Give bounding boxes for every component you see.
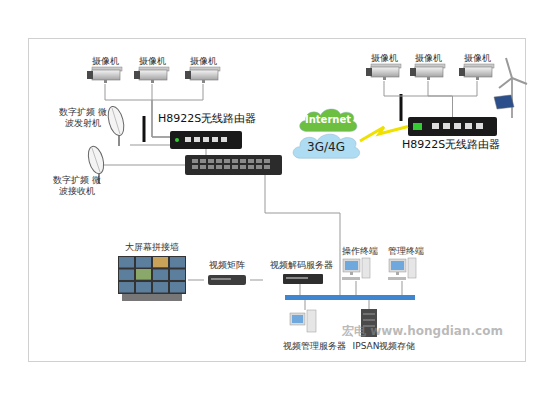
- node-label: Internet: [297, 114, 359, 126]
- mobile-cloud: 3G/4G: [290, 131, 362, 160]
- cable-line: [105, 84, 170, 137]
- camera-node: 摄像机: [184, 56, 222, 84]
- internet-cloud: Internet: [297, 106, 359, 133]
- screen-wall-node: 大屏幕拼接墙: [116, 242, 188, 302]
- node-label: 摄像机: [184, 56, 222, 67]
- cable-line: [188, 280, 204, 281]
- camera-icon: [87, 67, 122, 83]
- camera-icon: [134, 67, 169, 83]
- receiver-node: 数字扩频 微波接收机: [52, 143, 110, 198]
- node-label: 摄像机: [366, 53, 402, 64]
- camera-node: 摄像机: [86, 56, 124, 84]
- frame: [29, 39, 526, 362]
- server-node: 视频管理服务器: [278, 306, 350, 352]
- node-label: 3G/4G: [290, 140, 362, 154]
- node-label: 摄像机: [86, 56, 124, 67]
- wires: [104, 149, 402, 310]
- node-label: 视频解码服务器: [263, 260, 339, 271]
- node-label: IPSAN视频存储: [348, 341, 420, 352]
- node-label: 数字扩频 微波发射机: [58, 107, 108, 129]
- router-node: H8922S无线路由器: [170, 131, 242, 149]
- cable-line: [250, 280, 263, 281]
- switch-icon: [185, 155, 282, 175]
- camera-node: 摄像机: [410, 53, 446, 81]
- wind-solar: [494, 58, 527, 118]
- terminal-icons: [342, 258, 416, 280]
- matrix-decoder-icons: [208, 274, 323, 285]
- router-node: H8922S无线路由器: [408, 117, 497, 136]
- node-label: 大屏幕拼接墙: [116, 242, 188, 253]
- node-label: 操作终端: [338, 246, 382, 257]
- camera-icon: [410, 64, 445, 80]
- network-bus: [285, 295, 415, 300]
- cable-line: [453, 81, 478, 117]
- cable-line: [428, 81, 453, 117]
- node-label: 管理终端: [384, 246, 428, 257]
- wireless-link: [360, 127, 408, 142]
- camera-node: 摄像机: [366, 53, 402, 81]
- right-router-icon: [401, 94, 497, 136]
- decoder-node: 视频解码服务器: [263, 260, 339, 286]
- node-label: 数字扩频 微波接收机: [52, 175, 102, 197]
- terminal-node: 操作终端: [338, 246, 382, 288]
- node-label: 摄像机: [458, 53, 496, 64]
- camera-icon: [185, 67, 220, 83]
- node-label: H8922S无线路由器: [158, 112, 273, 125]
- screen-wall-icon: [118, 256, 186, 301]
- camera-node: 摄像机: [133, 56, 171, 84]
- matrix-node: 视频矩阵: [204, 260, 250, 288]
- camera-node: 摄像机: [458, 53, 496, 81]
- node-label: 视频矩阵: [204, 260, 250, 271]
- node-label: 摄像机: [410, 53, 446, 64]
- watermark: 宏电 www.hongdian.com: [342, 324, 503, 338]
- node-label: 摄像机: [133, 56, 171, 67]
- cable-line: [130, 145, 170, 146]
- cable-line: [152, 84, 170, 137]
- node-label: H8922S无线路由器: [402, 138, 512, 151]
- cable-line: [152, 84, 203, 137]
- camera-icon: [459, 64, 494, 80]
- cable-line: [384, 81, 453, 117]
- terminal-node: 管理终端: [384, 246, 428, 288]
- camera-icon: [366, 64, 401, 80]
- node-label: 视频管理服务器: [278, 341, 350, 352]
- transmitter-node: 数字扩频 微波发射机: [58, 103, 130, 147]
